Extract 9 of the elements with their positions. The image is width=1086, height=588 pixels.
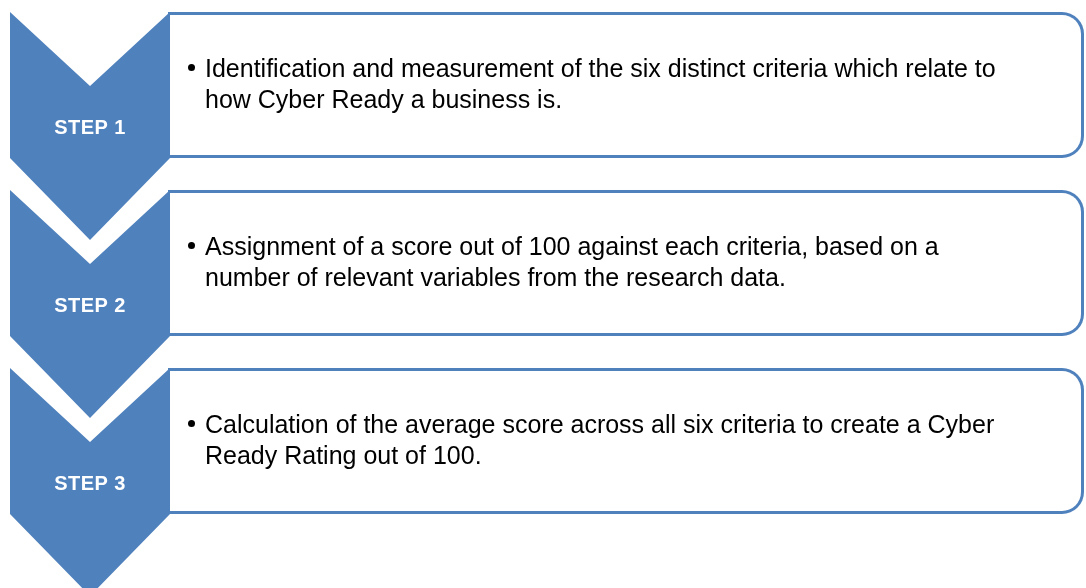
step-description-box <box>168 190 1084 336</box>
step-description-box <box>168 12 1084 158</box>
step-description-box <box>168 368 1084 514</box>
step-label: STEP 1 <box>53 116 127 139</box>
step-label: STEP 3 <box>53 472 127 495</box>
step-label: STEP 2 <box>53 294 127 317</box>
step-description: Identification and measurement of the six distinct criteria which relate to how Cyber Ready a business is. <box>205 53 997 115</box>
step-description: Calculation of the average score across all six criteria to create a Cyber Ready Rating out of 100. <box>205 409 996 471</box>
step-description: Assignment of a score out of 100 against each criteria, based on a number of relevant variables from the research data. <box>205 231 940 293</box>
